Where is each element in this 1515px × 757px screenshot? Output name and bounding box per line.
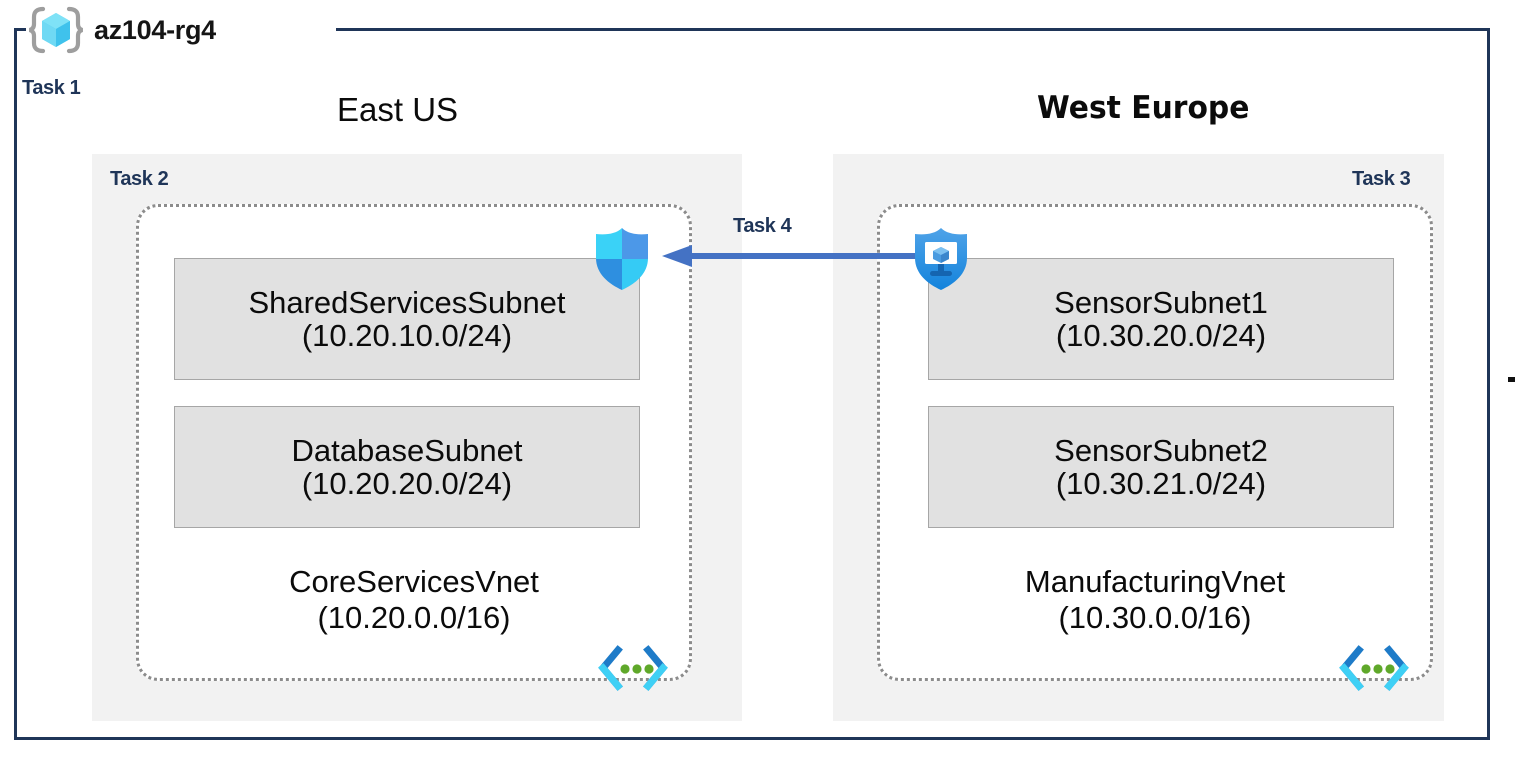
vnet-caption-core-services: CoreServicesVnet (10.20.0.0/16) [136,564,692,636]
subnet-sensor-2: SensorSubnet2 (10.30.21.0/24) [928,406,1394,528]
subnet-name: SensorSubnet1 [1054,284,1268,320]
task-1-label: Task 1 [22,77,81,99]
firewall-shield-icon [589,226,655,292]
vnet-cidr: (10.30.0.0/16) [1058,599,1252,635]
defender-shield-monitor-icon [908,226,974,292]
resource-group-name: az104-rg4 [94,14,216,45]
edge-artifact-mark [1508,377,1515,382]
subnet-name: DatabaseSubnet [291,432,523,468]
vnet-cidr: (10.20.0.0/16) [317,599,511,635]
subnet-sensor-1: SensorSubnet1 (10.30.20.0/24) [928,258,1394,380]
task-4-label: Task 4 [733,215,792,237]
vnet-name: ManufacturingVnet [1024,564,1286,599]
resource-group-cube-icon [26,6,86,54]
subnet-name: SharedServicesSubnet [248,284,566,320]
subnet-cidr: (10.20.10.0/24) [301,318,513,353]
task-3-label: Task 3 [1352,168,1411,190]
subnet-shared-services: SharedServicesSubnet (10.20.10.0/24) [174,258,640,380]
subnet-cidr: (10.20.20.0/24) [301,466,513,501]
resource-group-header: az104-rg4 [26,6,216,54]
vnet-name: CoreServicesVnet [289,564,539,599]
virtual-network-icon [596,645,670,691]
task-2-label: Task 2 [110,168,169,190]
subnet-name: SensorSubnet2 [1054,432,1268,468]
region-heading-east-us: East US [337,91,459,128]
subnet-cidr: (10.30.21.0/24) [1055,466,1267,501]
vnet-peering-arrow [660,243,922,269]
subnet-database: DatabaseSubnet (10.20.20.0/24) [174,406,640,528]
vnet-caption-manufacturing: ManufacturingVnet (10.30.0.0/16) [877,564,1433,636]
subnet-cidr: (10.30.20.0/24) [1055,318,1267,353]
region-heading-west-europe: West Europe [1037,90,1250,126]
virtual-network-icon [1337,645,1411,691]
resource-group-frame [14,28,1490,740]
